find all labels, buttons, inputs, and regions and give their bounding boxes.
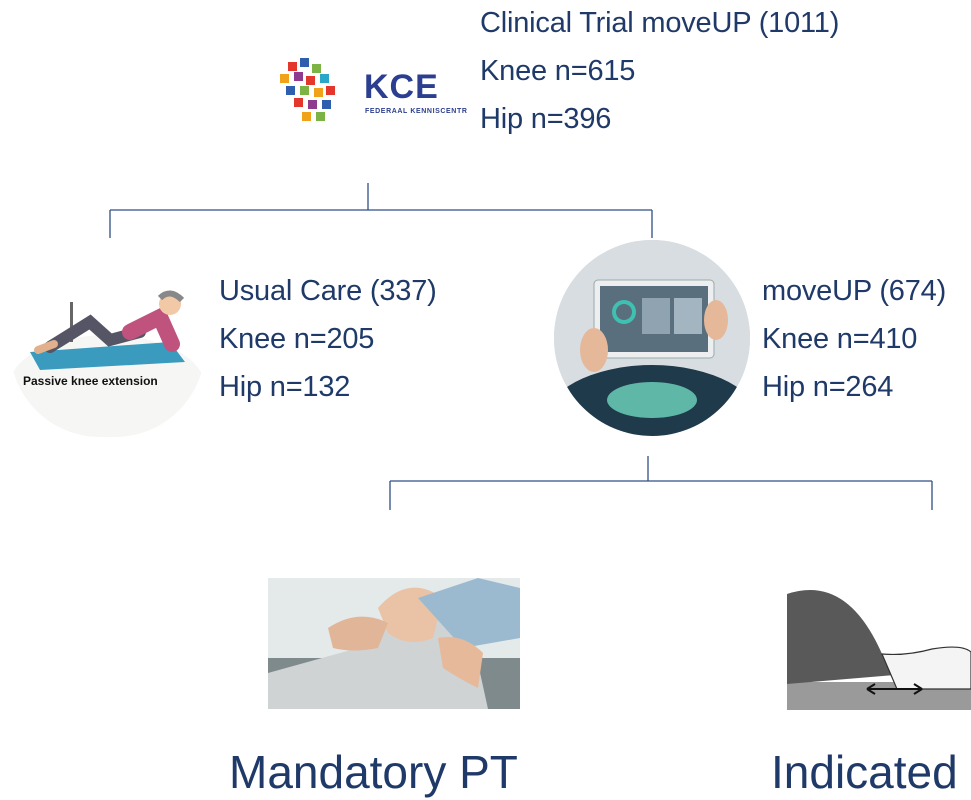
usual-care-knee-count: Knee n=205 bbox=[219, 323, 375, 355]
indicated-label: Indicated bbox=[771, 746, 958, 798]
knee-physiotherapy-illustration bbox=[268, 578, 520, 709]
usual-care-title: Usual Care (337) bbox=[219, 275, 437, 307]
trial-summary: Clinical Trial moveUP (1011) Knee n=615 … bbox=[480, 0, 839, 143]
usual-care-hip-count: Hip n=132 bbox=[219, 371, 351, 403]
heel-slide-illustration bbox=[787, 564, 971, 710]
indicated-illustration bbox=[787, 564, 971, 710]
mandatory-pt-label: Mandatory PT bbox=[229, 746, 518, 798]
kce-logo-text: KCE bbox=[364, 68, 439, 106]
moveup-knee-count: Knee n=410 bbox=[762, 323, 918, 355]
mandatory-pt-photo bbox=[268, 578, 520, 709]
trial-title: Clinical Trial moveUP (1011) bbox=[480, 7, 840, 39]
kce-logo: KCE FEDERAAL KENNISCENTR bbox=[278, 58, 468, 128]
moveup-hip-count: Hip n=264 bbox=[762, 371, 894, 403]
trial-hip-count: Hip n=396 bbox=[480, 103, 612, 135]
moveup-summary: moveUP (674) Knee n=410 Hip n=264 bbox=[762, 267, 946, 411]
moveup-tablet-photo bbox=[554, 240, 750, 436]
kce-logo-subtext: FEDERAAL KENNISCENTR bbox=[365, 108, 468, 115]
trial-knee-count: Knee n=615 bbox=[480, 55, 636, 87]
usual-care-image: Passive knee extension bbox=[10, 262, 205, 437]
tablet-app-illustration bbox=[554, 240, 750, 436]
moveup-title: moveUP (674) bbox=[762, 275, 947, 307]
usual-care-summary: Usual Care (337) Knee n=205 Hip n=132 bbox=[219, 267, 437, 411]
kce-mosaic-icon bbox=[280, 58, 335, 121]
usual-care-image-caption: Passive knee extension bbox=[23, 374, 158, 388]
passive-knee-extension-illustration bbox=[10, 290, 205, 437]
